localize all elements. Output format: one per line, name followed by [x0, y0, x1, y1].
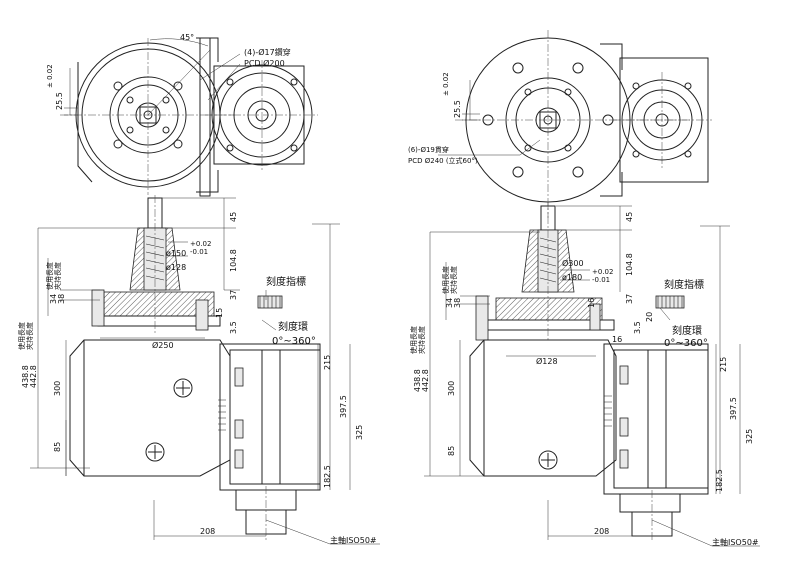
left-dim-37: 37	[229, 290, 238, 300]
left-range-label: 0°~360°	[272, 336, 316, 347]
right-front-view	[424, 202, 760, 547]
right-pcd-label: PCD Ø240 (立式60°)	[408, 156, 478, 165]
right-scale-ring-label: 刻度環	[672, 324, 702, 337]
left-scale-ring-label: 刻度環	[278, 320, 308, 333]
right-label-used-2: 使用長度	[409, 326, 418, 354]
right-dim-215: 215	[719, 357, 728, 372]
left-offset-tol: ± 0.02	[46, 64, 54, 88]
left-indicator-label: 刻度指標	[266, 275, 306, 288]
left-front-view	[30, 195, 380, 545]
right-range-label: 0°~360°	[664, 338, 708, 349]
left-dim-397-5: 397.5	[339, 395, 348, 418]
right-dim-3-5: 3.5	[633, 321, 642, 334]
right-dia-128: Ø128	[536, 356, 558, 366]
left-dim-182-5: 182.5	[323, 465, 332, 488]
right-top-view	[438, 30, 712, 218]
left-label-used-1: 使用長度	[45, 262, 54, 290]
right-label-clamp-2: 夾持長度	[417, 326, 426, 354]
right-dim-16b: 16	[612, 335, 622, 344]
left-dia-150: ø150	[166, 249, 186, 258]
right-hole-note: (6)-Ø19貫穿	[408, 145, 449, 154]
right-dim-20: 20	[645, 312, 654, 322]
left-dim-215: 215	[323, 355, 332, 370]
left-label-used-2: 使用長度	[17, 322, 26, 350]
left-dim-15: 15	[215, 308, 224, 318]
right-dim-37: 37	[625, 294, 634, 304]
right-label-used-1: 使用長度	[441, 266, 450, 294]
left-dim-45: 45	[229, 212, 238, 222]
right-dim-16a: 16	[587, 298, 596, 308]
right-indicator-label: 刻度指標	[664, 278, 704, 291]
right-dim-182-5: 182.5	[715, 469, 724, 492]
right-offset-dim: 25.5	[453, 100, 462, 118]
right-dim-85: 85	[447, 446, 456, 456]
right-offset-tol: ± 0.02	[442, 72, 450, 96]
left-dim-34: 34	[49, 294, 58, 304]
left-dim-104-8: 104.8	[229, 249, 238, 272]
left-dia-150-tol-bot: -0.01	[190, 248, 208, 256]
right-dim-325: 325	[745, 429, 754, 444]
right-spindle-label: 主軸ISO50#	[712, 537, 759, 547]
left-dim-325: 325	[355, 425, 364, 440]
right-dia-300: Ø300	[562, 258, 584, 268]
left-dim-85: 85	[53, 442, 62, 452]
left-dia-150-tol-top: +0.02	[190, 240, 211, 248]
right-dia-180-tol-bot: -0.01	[592, 276, 610, 284]
left-hole-note: (4)-Ø17鑽穿	[244, 47, 291, 57]
left-dia-128: ø128	[166, 263, 186, 272]
right-dim-104-8: 104.8	[625, 253, 634, 276]
left-label-clamp-1: 夾持長度	[53, 262, 62, 290]
left-dim-3-5: 3.5	[229, 321, 238, 334]
right-dim-38: 38	[453, 298, 462, 308]
right-dim-300: 300	[447, 381, 456, 396]
left-dim-38: 38	[57, 294, 66, 304]
left-dim-300: 300	[53, 381, 62, 396]
right-dim-397-5: 397.5	[729, 397, 738, 420]
left-label-clamp-2: 夾持長度	[25, 322, 34, 350]
right-dia-180: ø180	[562, 273, 582, 282]
left-angle-label: 45°	[180, 33, 194, 42]
right-dim-45: 45	[625, 212, 634, 222]
right-dia-180-tol-top: +0.02	[592, 268, 613, 276]
right-label-clamp-1: 夾持長度	[449, 266, 458, 294]
left-offset-dim: 25.5	[55, 92, 64, 110]
right-dim-34: 34	[445, 298, 454, 308]
left-pcd-label: PCD Ø200	[244, 58, 285, 68]
right-dim-442-8: 442.8	[421, 369, 430, 392]
left-spindle-label: 主軸ISO50#	[330, 535, 377, 545]
right-dim-208: 208	[594, 527, 609, 536]
left-top-view	[60, 37, 318, 197]
left-dim-208: 208	[200, 527, 215, 536]
right-dim-438-8: 438.8	[413, 369, 422, 392]
left-dia-250: Ø250	[152, 340, 174, 350]
left-dim-438-8: 438.8	[21, 365, 30, 388]
left-dim-442-8: 442.8	[29, 365, 38, 388]
